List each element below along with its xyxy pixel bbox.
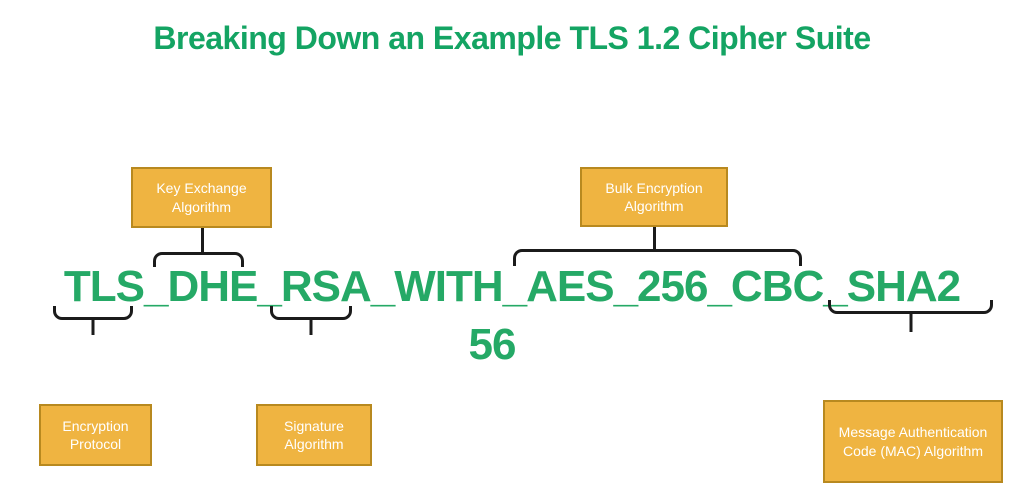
connector-line xyxy=(201,228,204,253)
mac-algorithm-label-box: Message Authentication Code (MAC) Algori… xyxy=(823,400,1003,483)
brace-stem xyxy=(91,317,95,335)
signature-algorithm-label-box: Signature Algorithm xyxy=(256,404,372,466)
bulk-encryption-label: Bulk Encryption Algorithm xyxy=(605,179,703,214)
cipher-suite-text-line2: 56 xyxy=(468,320,517,369)
encryption-protocol-label: Encryption Protocol xyxy=(62,417,129,452)
over-brace-dhe xyxy=(153,252,244,267)
cipher-suite-text-line1: TLS_DHE_RSA_WITH_AES_256_CBC_SHA2 xyxy=(63,262,961,311)
encryption-protocol-label-box: Encryption Protocol xyxy=(39,404,152,466)
over-brace-aes-256-cbc xyxy=(513,249,802,266)
connector-line xyxy=(653,227,656,251)
under-brace-tls xyxy=(53,306,133,335)
bulk-encryption-label-box: Bulk Encryption Algorithm xyxy=(580,167,728,227)
signature-algorithm-label: Signature Algorithm xyxy=(284,417,344,452)
under-brace-rsa xyxy=(270,306,352,335)
brace-stem xyxy=(309,317,313,335)
under-brace-sha256 xyxy=(828,300,993,332)
brace-stem xyxy=(909,311,912,332)
key-exchange-label: Key Exchange Algorithm xyxy=(156,180,247,215)
key-exchange-label-box: Key Exchange Algorithm xyxy=(131,167,272,228)
mac-algorithm-label: Message Authentication Code (MAC) Algori… xyxy=(838,424,988,459)
page-title: Breaking Down an Example TLS 1.2 Cipher … xyxy=(153,20,871,56)
